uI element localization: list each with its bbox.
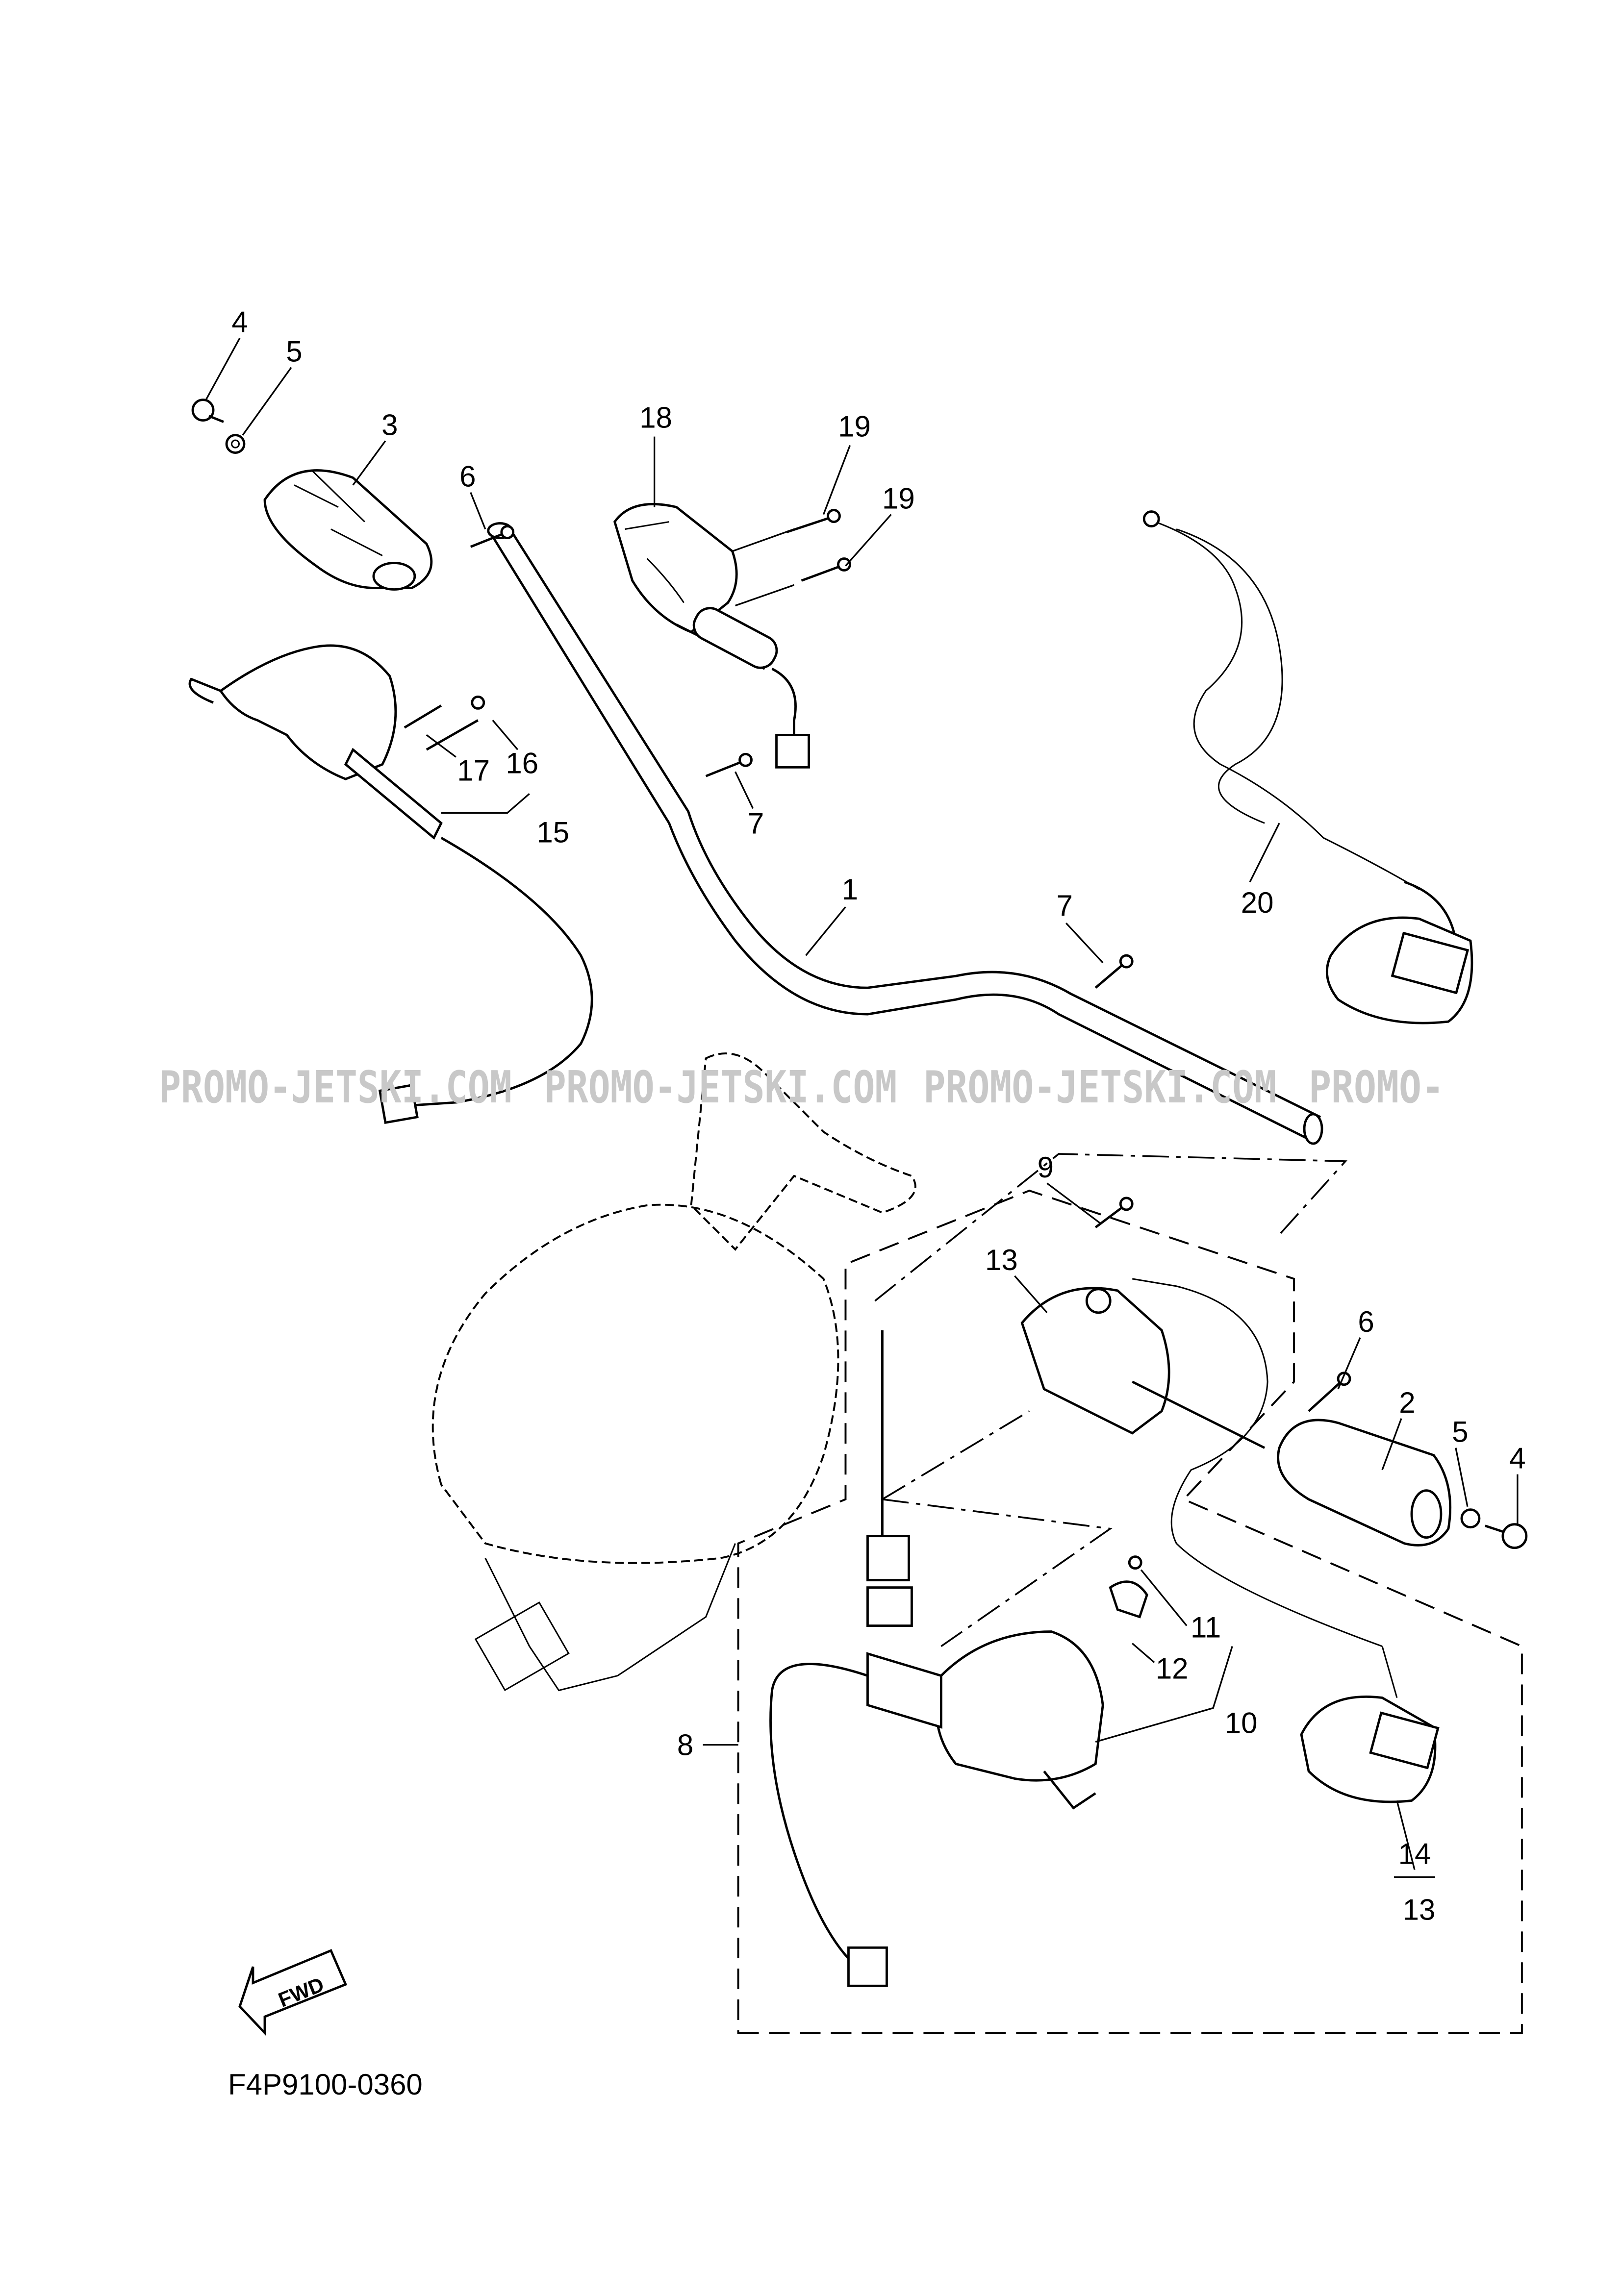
callout: 19 bbox=[882, 482, 915, 515]
callout: 3 bbox=[381, 409, 398, 442]
callout: 9 bbox=[1038, 1151, 1054, 1184]
callout: 18 bbox=[639, 401, 672, 434]
callout: 6 bbox=[1358, 1305, 1374, 1338]
callout: 8 bbox=[677, 1728, 693, 1761]
watermark-text: PROMO-JETSKI.COM bbox=[159, 1062, 512, 1113]
callout: 11 bbox=[1191, 1611, 1221, 1644]
screw-7-mid bbox=[705, 752, 753, 777]
callout-labels: 4 5 3 6 18 19 19 16 17 15 7 1 7 20 9 13 … bbox=[231, 306, 1525, 1926]
switch-housing-right bbox=[866, 1278, 1383, 1647]
right-lever-assembly bbox=[769, 1555, 1148, 1987]
steering-cover bbox=[431, 1052, 916, 1692]
right-switch-assembly-outline bbox=[737, 1153, 1523, 2034]
callout: 4 bbox=[1509, 1442, 1525, 1475]
screw-7-right bbox=[1094, 954, 1134, 989]
callout: 7 bbox=[748, 807, 764, 840]
callout: 13 bbox=[1403, 1893, 1436, 1926]
callout: 17 bbox=[457, 754, 490, 787]
watermark-text: PROMO- bbox=[1309, 1062, 1444, 1113]
watermark-text: PROMO-JETSKI.COM bbox=[923, 1062, 1276, 1113]
screw-6-left bbox=[470, 525, 515, 548]
left-grip bbox=[263, 469, 433, 591]
switch-housing-top bbox=[613, 503, 810, 769]
lanyard-clip-right bbox=[1300, 1646, 1440, 1803]
washer-5-right bbox=[1460, 1508, 1481, 1529]
callout: 7 bbox=[1057, 889, 1073, 922]
screw-6-right bbox=[1308, 1372, 1351, 1412]
callout: 12 bbox=[1156, 1652, 1189, 1685]
callout: 14 bbox=[1398, 1837, 1431, 1870]
bolt-4-left bbox=[191, 399, 224, 423]
watermark-text: PROMO-JETSKI.COM bbox=[544, 1062, 897, 1113]
callout: 19 bbox=[838, 410, 871, 443]
handlebar bbox=[487, 522, 1323, 1145]
fwd-arrow: FWD bbox=[238, 1949, 348, 2036]
callout: 5 bbox=[1452, 1416, 1468, 1448]
left-lever-assembly bbox=[188, 644, 593, 1124]
washer-5-left bbox=[225, 434, 246, 454]
callout: 5 bbox=[286, 335, 302, 368]
callout: 16 bbox=[506, 747, 538, 779]
lanyard-cord bbox=[1142, 510, 1473, 1024]
screw-9 bbox=[1094, 1197, 1134, 1228]
callout: 13 bbox=[985, 1244, 1018, 1276]
callout: 10 bbox=[1225, 1706, 1258, 1739]
screws-19 bbox=[786, 509, 851, 582]
callout: 4 bbox=[231, 306, 248, 339]
bolt-4-right bbox=[1485, 1523, 1528, 1549]
part-code: F4P9100-0360 bbox=[228, 2068, 423, 2101]
watermark: PROMO-JETSKI.COM PROMO-JETSKI.COM PROMO-… bbox=[159, 1062, 1444, 1113]
callout: 2 bbox=[1399, 1386, 1415, 1419]
callout: 1 bbox=[842, 873, 858, 906]
right-grip bbox=[1277, 1419, 1452, 1547]
callout: 6 bbox=[459, 460, 476, 493]
callout: 20 bbox=[1241, 886, 1274, 919]
callout: 15 bbox=[536, 816, 569, 849]
leader-lines bbox=[205, 337, 1519, 1878]
